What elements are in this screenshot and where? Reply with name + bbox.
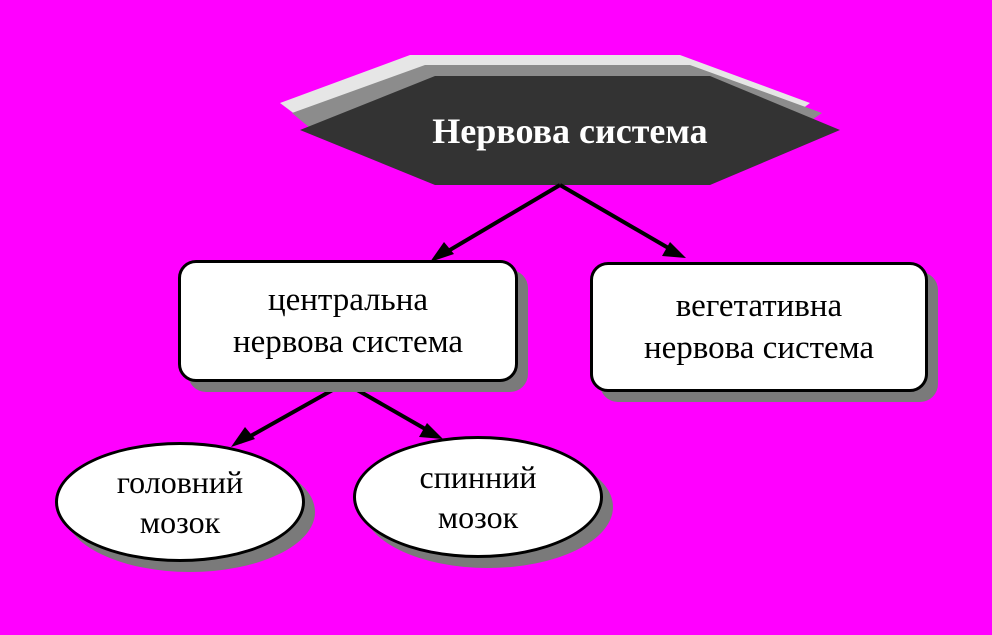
arrowhead-spinal <box>419 423 443 439</box>
central-node-line2: нервова система <box>232 324 464 360</box>
arrow-central-to-spinal <box>344 381 435 436</box>
arrow-central-to-brain <box>239 381 346 444</box>
arrow-root-to-autonomic <box>558 183 679 255</box>
spinal-node-line1: спинний <box>419 459 537 495</box>
brain-node-line2: мозок <box>139 504 221 540</box>
central-nervous-system-node: центральна нервова система <box>178 260 518 382</box>
arrow-root-to-central <box>436 183 562 259</box>
spinal-cord-node: спинний мозок <box>353 436 603 558</box>
root-node-label: Нервова система <box>432 111 708 151</box>
spinal-node-line2: мозок <box>437 499 519 535</box>
arrowhead-autonomic <box>662 242 686 258</box>
brain-node-line1: головний <box>116 464 244 500</box>
central-node-line1: центральна <box>267 282 429 318</box>
autonomic-node-line1: вегетативна <box>675 288 843 324</box>
autonomic-node-line2: нервова система <box>643 330 875 366</box>
root-node-hexagon <box>300 76 840 185</box>
autonomic-nervous-system-node: вегетативна нервова система <box>590 262 928 392</box>
arrowhead-central <box>430 242 454 262</box>
brain-node: головний мозок <box>55 442 305 562</box>
arrowhead-brain <box>231 427 255 447</box>
